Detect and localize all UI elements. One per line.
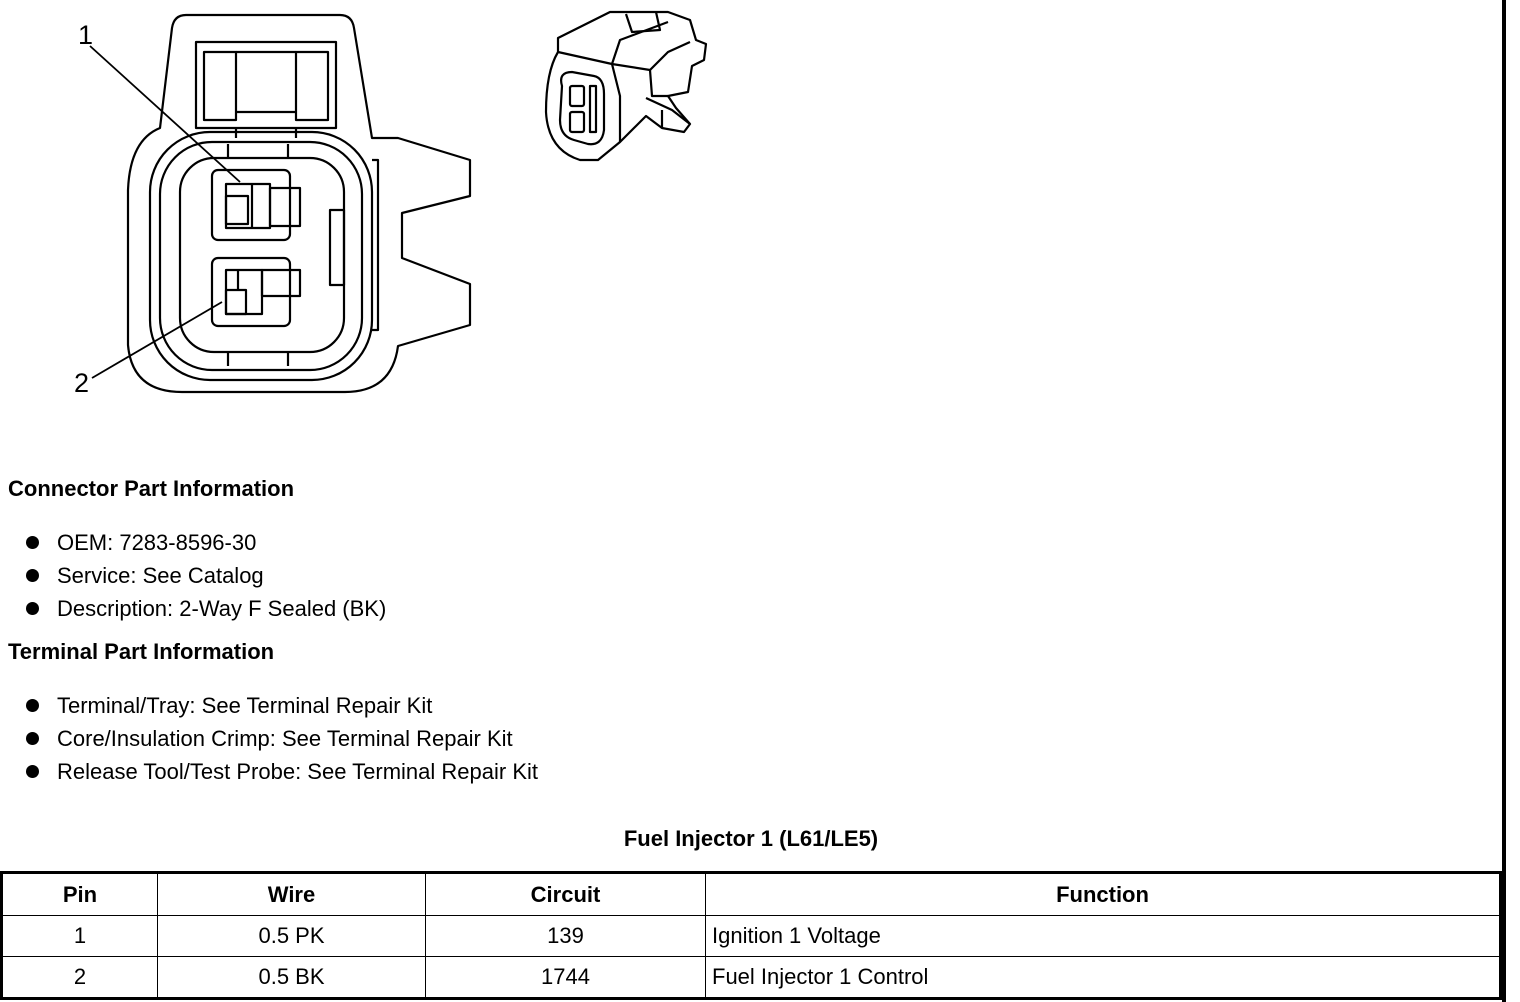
list-item-text: Terminal/Tray: See Terminal Repair Kit	[57, 693, 433, 718]
list-item: Terminal/Tray: See Terminal Repair Kit	[22, 689, 538, 722]
bullet-icon	[26, 569, 39, 582]
cavity-1	[210, 168, 302, 242]
page-right-border	[1502, 0, 1506, 1002]
list-item: Core/Insulation Crimp: See Terminal Repa…	[22, 722, 538, 755]
list-item: Service: See Catalog	[22, 559, 386, 592]
table-title: Fuel Injector 1 (L61/LE5)	[623, 826, 879, 851]
cell-pin: 2	[1, 956, 158, 999]
bullet-icon	[26, 602, 39, 615]
seal-ring-inner	[178, 156, 346, 354]
cell-wire: 0.5 PK	[157, 915, 426, 957]
callout-label-1: 1	[78, 20, 94, 50]
bullet-icon	[26, 699, 39, 712]
callout-leader-2	[91, 301, 223, 379]
latch-frame	[194, 40, 338, 130]
table-header-row: Pin Wire Circuit Function	[1, 872, 1501, 916]
list-item-text: Release Tool/Test Probe: See Terminal Re…	[57, 759, 538, 784]
list-item: OEM: 7283-8596-30	[22, 526, 386, 559]
column-header-pin: Pin	[1, 872, 158, 916]
terminal-part-info-heading: Terminal Part Information	[8, 639, 275, 664]
bullet-icon	[26, 765, 39, 778]
cell-function: Ignition 1 Voltage	[705, 915, 1501, 957]
callout-label-2: 2	[74, 368, 90, 398]
cell-pin: 1	[1, 915, 158, 957]
list-item-text: OEM: 7283-8596-30	[57, 530, 257, 555]
table-row: 1 0.5 PK 139 Ignition 1 Voltage	[1, 915, 1501, 957]
connector-diagram	[89, 10, 708, 394]
list-item-text: Description: 2-Way F Sealed (BK)	[57, 596, 387, 621]
seal-ring-outer	[148, 130, 374, 382]
table-row: 2 0.5 BK 1744 Fuel Injector 1 Control	[1, 956, 1501, 999]
cell-wire: 0.5 BK	[157, 956, 426, 999]
connector-housing-outline	[126, 13, 472, 394]
connector-isometric-view	[544, 10, 708, 162]
cell-circuit: 1744	[425, 956, 706, 999]
list-item-text: Service: See Catalog	[57, 563, 264, 588]
column-header-function: Function	[705, 872, 1501, 916]
bullet-icon	[26, 732, 39, 745]
column-header-wire: Wire	[157, 872, 426, 916]
cell-circuit: 139	[425, 915, 706, 957]
list-item: Description: 2-Way F Sealed (BK)	[22, 592, 386, 625]
list-item: Release Tool/Test Probe: See Terminal Re…	[22, 755, 538, 788]
cell-function: Fuel Injector 1 Control	[705, 956, 1501, 999]
cavity-2	[210, 256, 302, 328]
connector-part-info-heading: Connector Part Information	[8, 476, 295, 501]
pinout-table: Pin Wire Circuit Function 1 0.5 PK 139 I…	[0, 871, 1502, 1000]
side-key	[328, 208, 346, 287]
connector-part-info-list: OEM: 7283-8596-30 Service: See Catalog D…	[22, 526, 386, 625]
bullet-icon	[26, 536, 39, 549]
callout-leader-1	[89, 45, 241, 183]
seal-ring-middle	[158, 140, 364, 372]
list-item-text: Core/Insulation Crimp: See Terminal Repa…	[57, 726, 513, 751]
column-header-circuit: Circuit	[425, 872, 706, 916]
terminal-part-info-list: Terminal/Tray: See Terminal Repair Kit C…	[22, 689, 538, 788]
